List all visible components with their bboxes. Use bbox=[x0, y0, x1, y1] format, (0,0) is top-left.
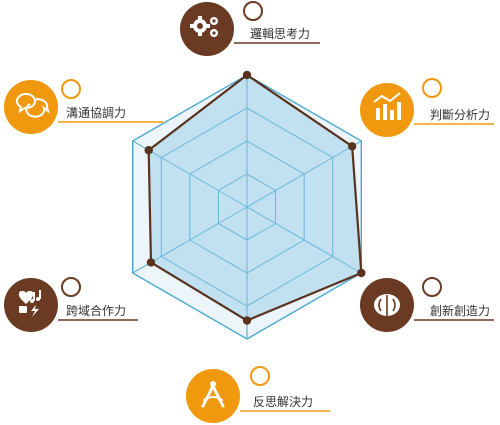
badge-knob bbox=[250, 366, 270, 386]
axis-label-4: 跨域合作力 bbox=[66, 303, 126, 318]
brain-icon bbox=[374, 294, 400, 316]
collaboration-icon bbox=[18, 290, 41, 317]
radar-data bbox=[144, 70, 366, 325]
grid-spoke-1 bbox=[246, 140, 362, 208]
radar-grid bbox=[131, 74, 363, 340]
data-point-2 bbox=[357, 268, 366, 278]
grid-spoke-2 bbox=[246, 206, 362, 274]
bar-chart-icon bbox=[373, 92, 401, 120]
axis-badge-logical-thinking: 邏輯思考力 bbox=[180, 1, 320, 56]
badge-circle bbox=[4, 278, 58, 332]
axis-label-2: 創新創造力 bbox=[430, 303, 490, 318]
badge-knob bbox=[61, 277, 81, 297]
data-point-1 bbox=[347, 142, 357, 151]
data-point-4 bbox=[146, 258, 156, 267]
axis-badge-judgment-analysis: 判斷分析力 bbox=[360, 78, 494, 137]
axis-label-5: 溝通協調力 bbox=[66, 105, 126, 120]
axis-label-0: 邏輯思考力 bbox=[250, 27, 310, 41]
data-point-0 bbox=[242, 70, 252, 80]
axis-label-1: 判斷分析力 bbox=[430, 108, 490, 122]
badge-knob bbox=[61, 79, 81, 99]
axis-label-3: 反思解決力 bbox=[253, 395, 313, 409]
axis-badge-reflection-solving: 反思解決力 bbox=[186, 366, 330, 423]
badge-knob bbox=[422, 277, 442, 297]
badge-circle bbox=[180, 2, 234, 56]
data-point-5 bbox=[144, 146, 153, 155]
chat-bubbles-icon bbox=[16, 93, 50, 118]
data-point-3 bbox=[242, 316, 252, 325]
badge-knob bbox=[422, 78, 442, 98]
axis-badge-communication: 溝通協調力 bbox=[4, 79, 163, 134]
axis-badge-cross-domain-collaboration: 跨域合作力 bbox=[4, 277, 138, 332]
gears-icon bbox=[190, 16, 218, 37]
compass-icon bbox=[201, 381, 225, 408]
badge-knob bbox=[243, 1, 263, 21]
axis-badge-innovation: 創新創造力 bbox=[360, 277, 494, 332]
